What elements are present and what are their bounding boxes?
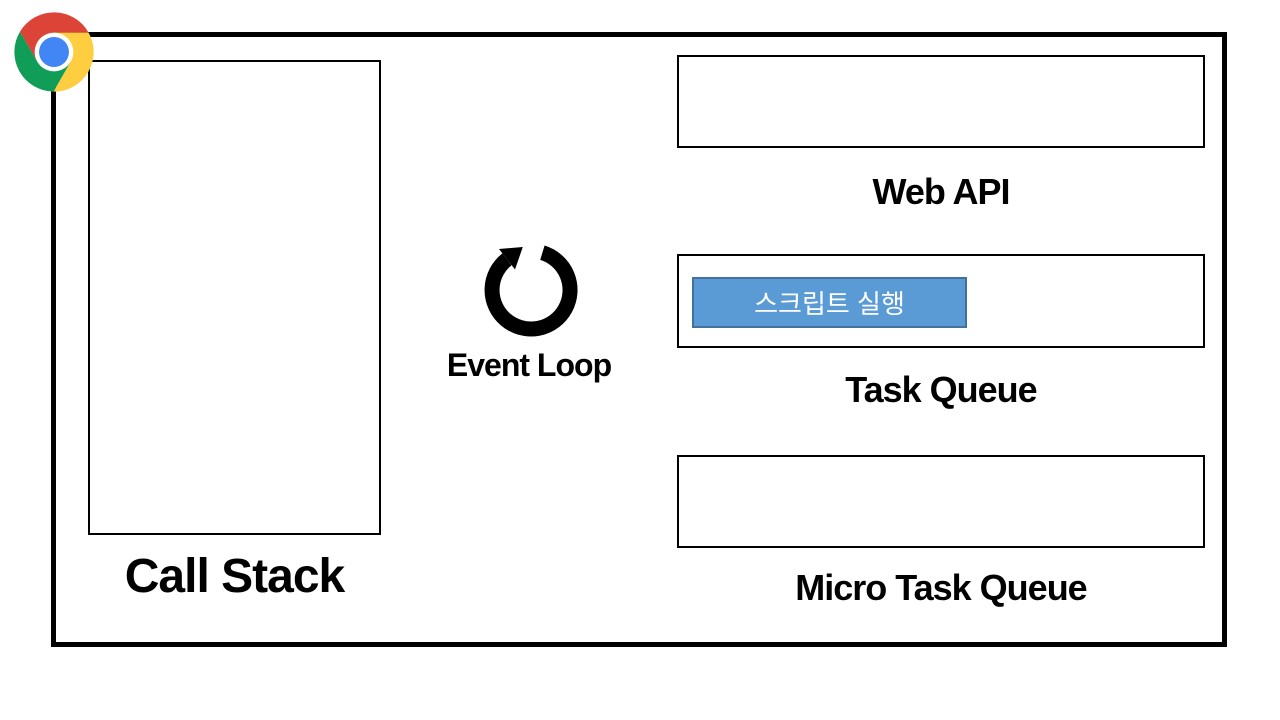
call-stack-box <box>88 60 381 535</box>
task-item-script-run: 스크립트 실행 <box>692 277 967 328</box>
micro-task-queue-box <box>677 455 1205 548</box>
cycle-arc <box>484 245 578 337</box>
call-stack-label: Call Stack <box>124 550 345 603</box>
web-api-box <box>677 55 1205 148</box>
task-queue-label: Task Queue <box>845 369 1037 410</box>
chrome-blue-center <box>39 37 69 67</box>
cycle-arrowhead <box>499 247 523 270</box>
web-api-label: Web API <box>872 171 1010 212</box>
micro-task-queue-label: Micro Task Queue <box>795 567 1087 608</box>
chrome-logo-icon <box>14 12 94 92</box>
event-loop-cycle-icon <box>484 245 578 337</box>
event-loop-label: Event Loop <box>446 347 612 383</box>
